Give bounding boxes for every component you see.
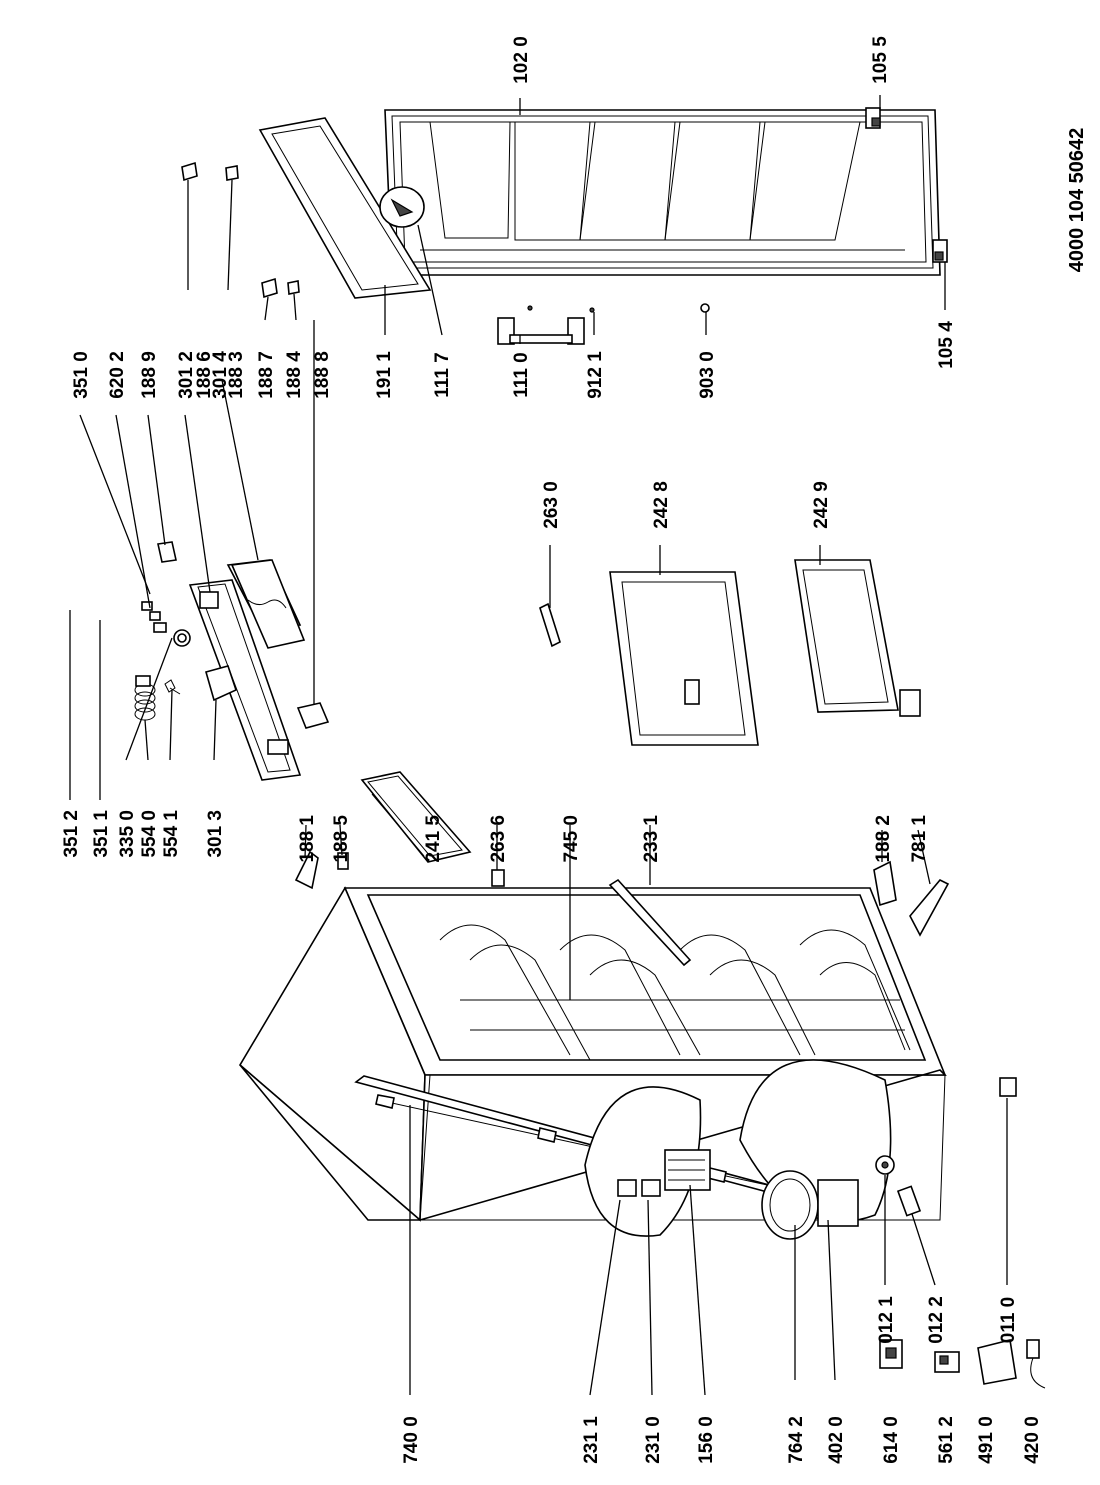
label-740-0: 740 0 [401,1416,422,1464]
pin-188-5 [337,852,349,870]
cable-420-0 [1026,1339,1046,1389]
part-labels: 102 0 105 5 105 4 351 0 620 2 188 9 301 … [61,36,1043,1464]
evaporator-area [584,1086,711,1237]
label-241-5: 241 5 [423,815,444,863]
label-012-2: 012 2 [926,1296,947,1344]
label-301-2: 301 2 [176,351,197,399]
screw-903 [700,303,710,313]
label-242-9: 242 9 [811,481,832,529]
label-191-1: 191 1 [374,351,395,399]
thermostat-spring [134,675,156,721]
hinge-188-2 [873,860,897,907]
logo-badge [379,186,425,228]
label-188-4: 188 4 [284,351,305,399]
label-903-0: 903 0 [697,351,718,399]
door-hinge-top [865,107,881,129]
relay-614-0 [879,1339,903,1369]
label-188-3: 188 3 [226,351,247,399]
overload-561-2 [934,1351,960,1373]
label-188-5: 188 5 [331,815,352,863]
leader-lines [69,95,1008,1396]
shelf-flap [360,771,472,863]
label-156-0: 156 0 [696,1416,717,1464]
label-351-0: 351 0 [71,351,92,399]
tube-012-2 [896,1185,922,1217]
basket-242-9 [794,559,921,717]
label-231-1: 231 1 [581,1416,602,1464]
label-402-0: 402 0 [826,1416,847,1464]
label-012-1: 012 1 [876,1296,897,1344]
clip-188-3 [225,165,239,181]
basket-242-8 [609,571,759,746]
label-102-0: 102 0 [511,36,532,84]
label-420-0: 420 0 [1022,1416,1043,1464]
lamp-cover [296,702,330,729]
label-781-1: 781 1 [909,815,930,863]
cover-491-0 [977,1339,1017,1385]
door-hinge-bottom [932,239,948,263]
control-buttons [141,601,191,647]
label-335-0: 335 0 [117,810,138,858]
label-614-0: 614 0 [881,1416,902,1464]
foot-011-0 [999,1077,1017,1097]
label-233-1: 233 1 [641,815,662,863]
label-105-4: 105 4 [936,321,957,369]
cover-781-1 [909,879,950,937]
label-491-0: 491 0 [976,1416,997,1464]
bar-233-1 [608,878,692,967]
label-764-2: 764 2 [786,1416,807,1464]
door-gasket [258,117,432,299]
label-554-1: 554 1 [161,810,182,858]
wire-shelves [439,924,911,1061]
label-188-1: 188 1 [297,815,318,863]
label-105-5: 105 5 [870,36,891,84]
label-263-6: 263 6 [488,815,509,863]
label-188-2: 188 2 [873,815,894,863]
label-242-8: 242 8 [651,481,672,529]
label-188-6: 188 6 [194,351,215,399]
label-561-2: 561 2 [936,1416,957,1464]
clip-188-6 [181,161,198,182]
label-745-0: 745 0 [561,815,582,863]
clip-554-1 [164,679,181,695]
label-231-0: 231 0 [643,1416,664,1464]
hinge-188-1 [294,850,319,890]
label-188-9: 188 9 [139,351,160,399]
label-263-0: 263 0 [541,481,562,529]
label-188-8: 188 8 [312,351,333,399]
label-011-0: 011 0 [998,1297,1019,1344]
grommet-012-1 [875,1155,895,1175]
label-351-2: 351 2 [61,810,82,858]
label-912-1: 912 1 [585,351,606,399]
bracket-301-3 [205,665,237,702]
label-111-7: 111 7 [432,352,453,397]
door-handle [497,305,595,345]
clip-188-4 [287,280,300,295]
document-id: 4000 104 50642 [1066,128,1088,273]
label-188-7: 188 7 [256,351,277,399]
compressor-compartment [739,1059,892,1240]
label-620-2: 620 2 [107,351,128,399]
pin-263-6 [491,869,505,887]
label-301-3: 301 3 [205,810,226,858]
label-351-1: 351 1 [91,810,112,858]
label-301-4: 301 4 [210,351,231,399]
label-111-0: 111 0 [511,352,532,397]
clip-188-7 [261,277,278,299]
label-554-0: 554 0 [139,810,160,858]
door-assembly [384,109,941,276]
display-cover-301-2 [230,559,306,649]
shelf-strip-263-0 [539,602,561,648]
